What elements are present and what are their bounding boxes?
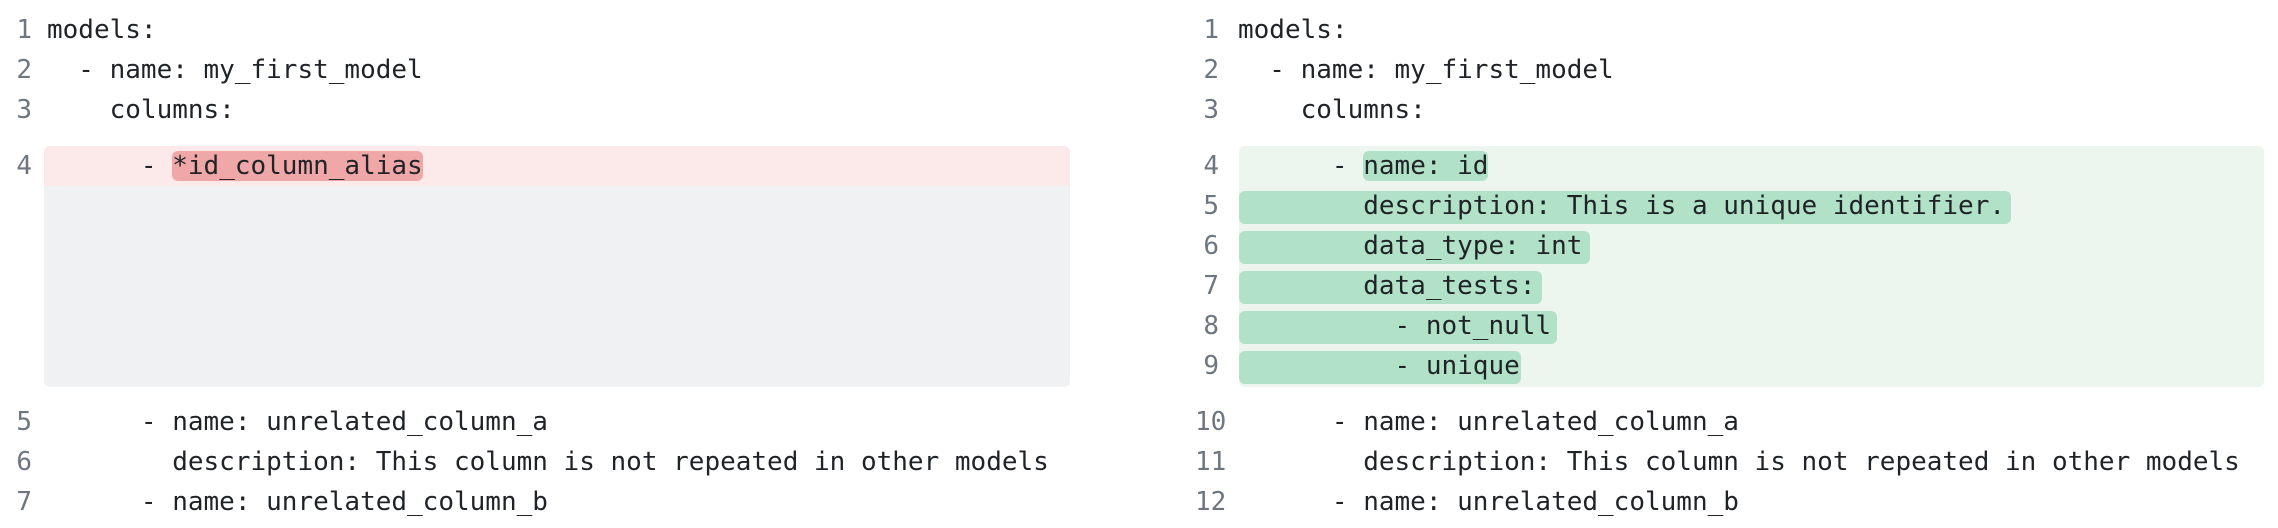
line-number: 6 [16, 447, 32, 477]
added-highlight-line-6 [1239, 231, 1590, 264]
line-number: 1 [16, 15, 32, 45]
code-text: - name: id [1238, 146, 1489, 186]
code-line: 12 - name: unrelated_column_b [1195, 482, 2278, 522]
code-prefix: - [1238, 151, 1364, 181]
line-number: 1 [1203, 15, 1219, 45]
line-number: 8 [1203, 311, 1219, 341]
code-text: description: This column is not repeated… [1238, 447, 2240, 477]
line-number: 6 [1203, 231, 1219, 261]
code-text: description: This column is not repeated… [47, 447, 1049, 477]
code-text: - name: unrelated_column_a [47, 407, 548, 437]
added-highlight-line-7 [1239, 271, 1542, 304]
code-line: 1 models: [1195, 10, 2278, 50]
line-number: 9 [1203, 351, 1219, 381]
code-text: - unique [1238, 351, 1520, 381]
added-code-line: 6 data_type: int [1195, 226, 2278, 266]
added-code-line: 5 description: This is a unique identifi… [1195, 186, 2278, 226]
line-number: 2 [1203, 55, 1219, 85]
added-code-line: 7 data_tests: [1195, 266, 2278, 306]
code-line: 10 - name: unrelated_column_a [1195, 402, 2278, 442]
right-diff-pane: 1 models: 2 - name: my_first_model 3 col… [1195, 0, 2278, 528]
removed-code-line: 4 - *id_column_alias [0, 146, 1110, 186]
code-text: models: [1238, 15, 1348, 45]
code-prefix: - [47, 151, 173, 181]
added-highlight-line-5 [1239, 191, 2011, 224]
line-number: 7 [1203, 271, 1219, 301]
line-number: 3 [16, 95, 32, 125]
line-number: 11 [1195, 447, 1227, 477]
line-number: 4 [1203, 151, 1219, 181]
code-text: - *id_column_alias [47, 146, 423, 186]
code-text: - name: my_first_model [47, 55, 423, 85]
added-code-line: 9 - unique [1195, 346, 2278, 386]
added-hunk-block [1239, 146, 2264, 387]
code-text: data_type: int [1238, 231, 1583, 261]
line-number: 2 [16, 55, 32, 85]
code-text: columns: [47, 95, 235, 125]
code-line: 2 - name: my_first_model [0, 50, 1110, 90]
code-line: 6 description: This column is not repeat… [0, 442, 1110, 482]
code-text: - name: unrelated_column_b [1238, 487, 1739, 517]
line-number: 3 [1203, 95, 1219, 125]
code-text: description: This is a unique identifier… [1238, 191, 2006, 221]
code-line: 2 - name: my_first_model [1195, 50, 2278, 90]
line-number: 5 [16, 407, 32, 437]
code-text: columns: [1238, 95, 1426, 125]
added-code-line: 4 - name: id [1195, 146, 2278, 186]
line-number: 12 [1195, 487, 1227, 517]
removed-word-highlight: *id_column_alias [172, 151, 423, 181]
code-text: - name: unrelated_column_a [1238, 407, 1739, 437]
code-text: - name: my_first_model [1238, 55, 1614, 85]
line-number: 4 [16, 151, 32, 181]
left-diff-pane: 1 models: 2 - name: my_first_model 3 col… [0, 0, 1110, 528]
added-highlight-line-9 [1239, 351, 1521, 384]
added-code-line: 8 - not_null [1195, 306, 2278, 346]
line-number: 10 [1195, 407, 1227, 437]
line-number: 5 [1203, 191, 1219, 221]
code-line: 3 columns: [0, 90, 1110, 130]
code-line: 1 models: [0, 10, 1110, 50]
code-line: 5 - name: unrelated_column_a [0, 402, 1110, 442]
added-highlight-line-8 [1239, 311, 1557, 344]
code-text: models: [47, 15, 157, 45]
code-line: 11 description: This column is not repea… [1195, 442, 2278, 482]
line-number: 7 [16, 487, 32, 517]
code-line: 7 - name: unrelated_column_b [0, 482, 1110, 522]
code-text: - not_null [1238, 311, 1552, 341]
removed-hunk-block [44, 146, 1070, 387]
added-word-highlight: name: id [1363, 151, 1489, 181]
code-text: data_tests: [1238, 271, 1536, 301]
code-line: 3 columns: [1195, 90, 2278, 130]
code-text: - name: unrelated_column_b [47, 487, 548, 517]
